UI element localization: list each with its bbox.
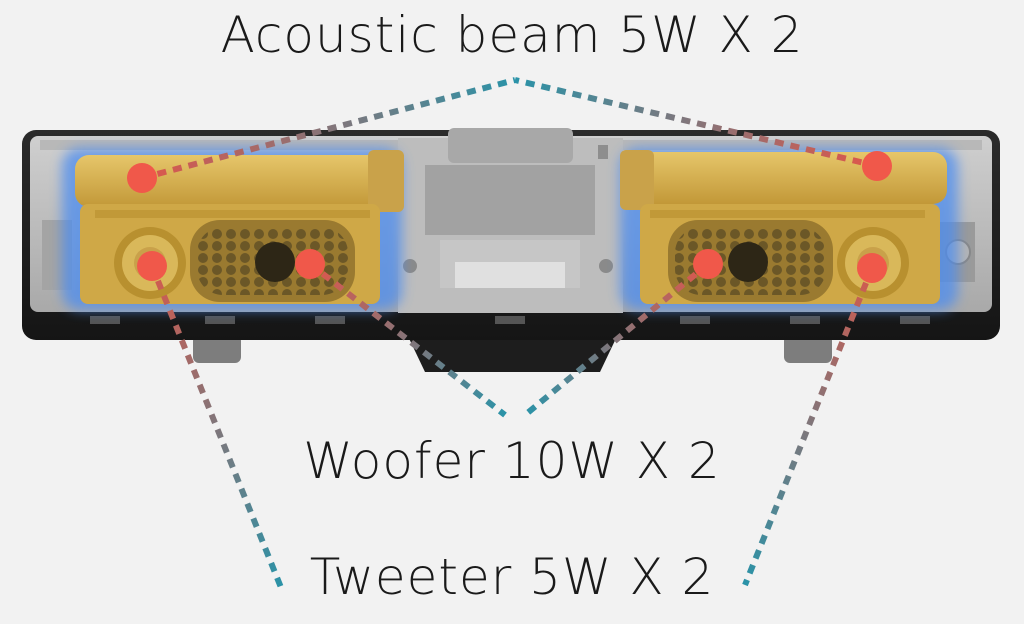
woofer-label: Woofer 10W X 2 [303,432,721,490]
woofer-line-right [523,261,710,418]
tweeter-line-right [742,266,875,587]
tweeter-line-left [149,264,285,592]
beam-line-left [141,77,516,181]
speaker-feet [193,330,832,372]
beam-dot-right [862,151,892,181]
tweeter-dot-right [857,253,887,283]
driver-markers [127,151,892,283]
tweeter-label: Tweeter 5W X 2 [309,548,715,606]
woofer-dot-left [295,249,325,279]
right-driver-assembly [620,150,947,304]
beam-line-right [514,77,878,169]
left-driver-assembly [75,150,404,304]
callout-lines [141,77,878,592]
acoustic-beam-label: Acoustic beam 5W X 2 [220,6,804,64]
woofer-dot-right [693,249,723,279]
tweeter-dot-left [137,251,167,281]
beam-dot-left [127,163,157,193]
